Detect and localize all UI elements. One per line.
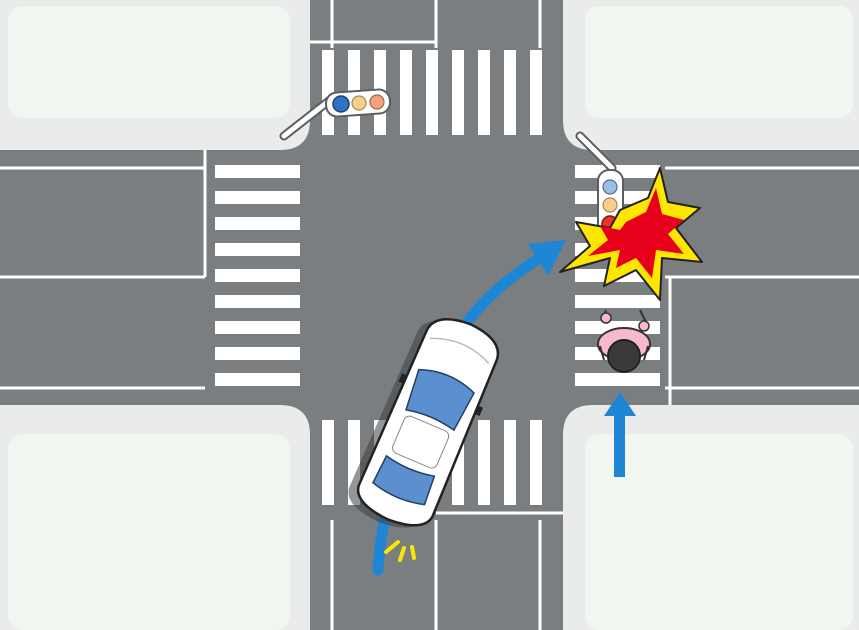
curb-corners (290, 0, 310, 130)
corner-fillets (280, 120, 593, 435)
car-roof (392, 415, 450, 469)
signal-lamp-blue (602, 179, 618, 195)
city-block-bottom-right (585, 434, 853, 630)
collision-burst-icon (559, 167, 703, 301)
turn-signal-flash-icon (384, 540, 416, 562)
city-block-top-left (8, 6, 290, 118)
city-block-bottom-left (8, 434, 290, 630)
car-rear-window (372, 454, 436, 506)
signal-lamp-red (369, 94, 385, 110)
crosswalk-left (215, 165, 300, 386)
signal-lamp-blue (332, 95, 350, 113)
city-block-top-right (585, 6, 853, 118)
car (348, 318, 500, 528)
pedestrian-head (607, 339, 641, 373)
traffic-signal-left (279, 88, 392, 141)
pedestrian-path-arrow-icon (604, 392, 636, 477)
signal-lamp-yellow (351, 95, 367, 111)
signal-lamp-yellow (602, 197, 618, 213)
pedestrian (597, 309, 651, 373)
car-windshield (405, 368, 475, 432)
